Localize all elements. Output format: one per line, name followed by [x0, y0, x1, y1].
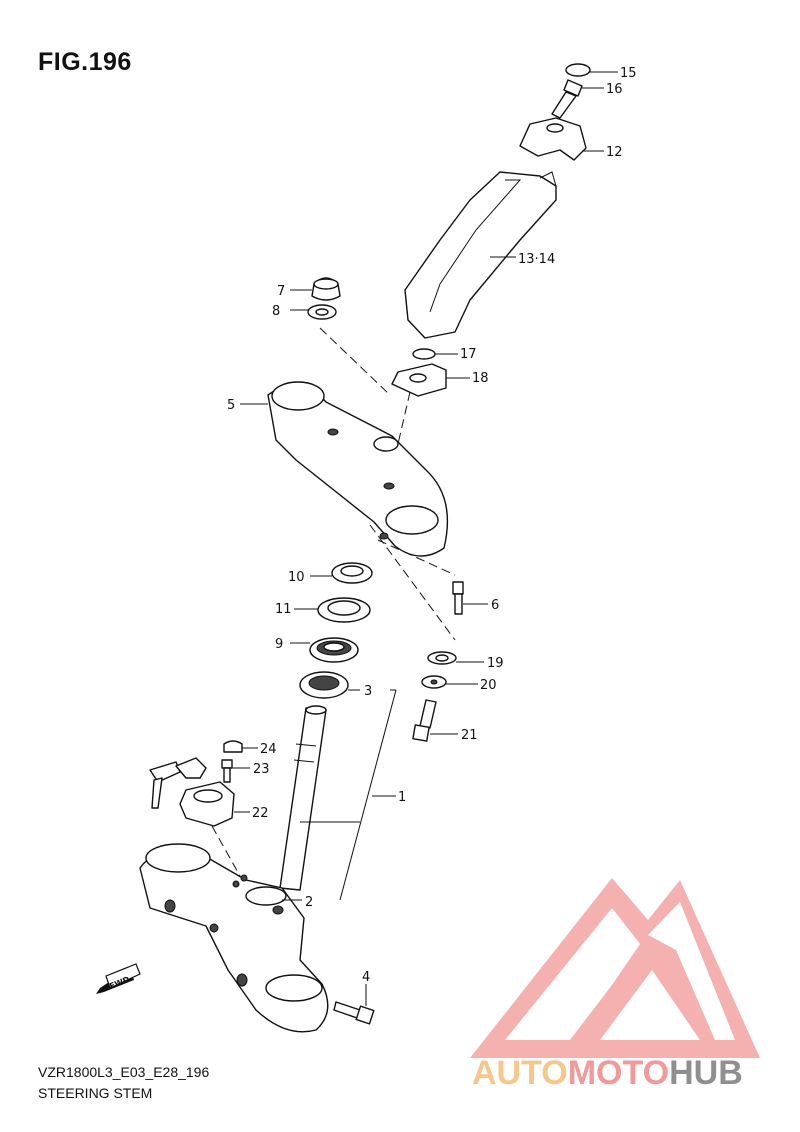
part-21-bolt: [412, 699, 458, 742]
callout-20: 20: [480, 678, 497, 693]
part-5-upper-bracket: [240, 381, 456, 641]
callout-16: 16: [606, 82, 623, 97]
callout-13-14: 13·14: [518, 252, 555, 267]
callout-12: 12: [606, 145, 623, 160]
callout-4: 4: [362, 970, 370, 985]
part-16-bolt: [551, 79, 604, 119]
callout-24: 24: [260, 742, 277, 757]
part-20-washer: [421, 675, 478, 689]
part-12-holder-clamp: [519, 117, 604, 161]
callout-11: 11: [275, 602, 292, 617]
callout-2: 2: [305, 895, 313, 910]
part-8-washer: [290, 304, 391, 396]
model-code: VZR1800L3_E03_E28_196: [38, 1064, 210, 1080]
watermark-text-hub: HUB: [669, 1054, 743, 1092]
watermark-text-auto: AUTO: [472, 1054, 568, 1092]
callout-6: 6: [491, 598, 499, 613]
part-18-plate: [391, 363, 470, 471]
fwd-arrow-icon: FWD: [96, 963, 141, 994]
callout-21: 21: [461, 728, 478, 743]
callout-15: 15: [620, 66, 637, 81]
part-17-washer: [412, 348, 458, 360]
part-7-cap: [290, 277, 341, 301]
part-15-cap: [565, 63, 618, 77]
watermark-text: AUTOMOTOHUB: [472, 1054, 743, 1092]
callout-9: 9: [275, 637, 283, 652]
part-10-seal: [310, 562, 373, 584]
callout-17: 17: [460, 347, 477, 362]
callout-10: 10: [288, 570, 305, 585]
callout-5: 5: [227, 398, 235, 413]
part-1-steering-stem: [279, 689, 397, 901]
watermark-text-moto: MOTO: [568, 1054, 669, 1092]
figure-title: FIG.196: [38, 48, 132, 76]
part-2-lower-bracket: [139, 843, 329, 1033]
part-11-ring: [294, 597, 371, 623]
part-13-14-handlebar-holder: [404, 171, 557, 339]
part-4-bolt: [333, 984, 375, 1025]
part-22-ignition-switch: [149, 757, 250, 877]
callout-8: 8: [272, 304, 280, 319]
part-19-washer: [427, 651, 484, 665]
section-name: STEERING STEM: [38, 1085, 153, 1101]
callout-1: 1: [398, 790, 406, 805]
watermark-logo-icon: [470, 878, 760, 1058]
callout-23: 23: [253, 762, 270, 777]
callout-19: 19: [487, 656, 504, 671]
callout-22: 22: [252, 806, 269, 821]
callout-7: 7: [277, 284, 285, 299]
part-3-bearing: [299, 671, 360, 699]
callout-3: 3: [364, 684, 372, 699]
callout-18: 18: [472, 371, 489, 386]
part-6-bolt: [452, 581, 488, 615]
part-24-cap: [223, 740, 258, 753]
part-9-bearing: [290, 637, 359, 663]
part-23-bolt: [221, 759, 250, 783]
